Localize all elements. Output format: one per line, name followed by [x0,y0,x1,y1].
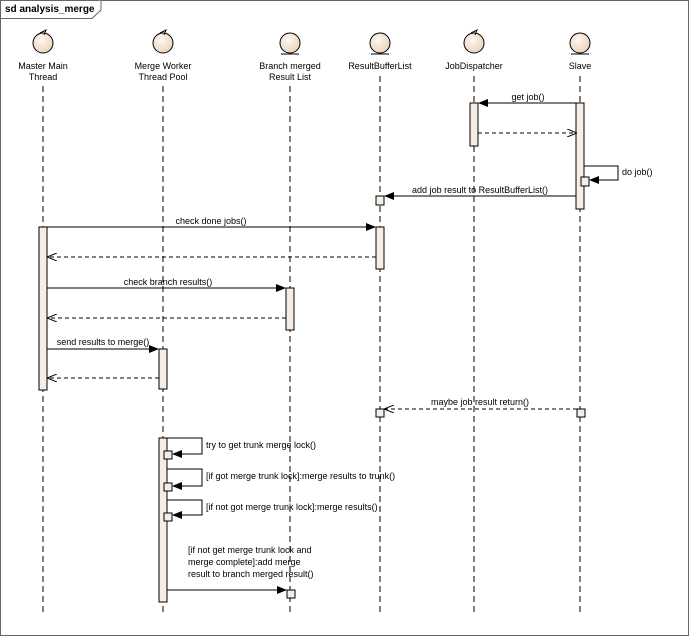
message-label: check done jobs() [175,216,246,226]
control-arrow-icon [470,28,478,36]
lifeline-label-line: Thread [29,72,58,82]
lifeline-slave[interactable]: Slave [569,32,592,615]
message-label: get job() [511,92,544,102]
message-try-trunk-lock[interactable]: try to get trunk merge lock() [167,437,316,458]
message-check-branch-results[interactable]: check branch results() [47,277,286,292]
activation-jd[interactable] [469,102,479,147]
control-object-icon [152,32,174,54]
message-label: check branch results() [124,277,213,287]
activation-pool-self-3[interactable] [163,512,173,522]
activation-pool-self-2[interactable] [163,482,173,492]
message-do-job[interactable]: do job() [584,165,653,184]
lifeline-label-line: Result List [269,72,312,82]
activation-branch-1[interactable] [285,287,295,331]
activation-rbl-1[interactable] [375,195,385,206]
message-label: try to get trunk merge lock() [206,440,316,450]
activation-rbl-2[interactable] [375,226,385,270]
message-maybe-job-result-return[interactable]: maybe job result return() [385,397,577,409]
lifeline-label-line: ResultBufferList [348,61,412,71]
lifeline-label-line: Thread Pool [138,72,187,82]
activation-pool-1[interactable] [158,348,168,390]
activation-master[interactable] [38,226,48,391]
message-get-job[interactable]: get job() [478,92,576,107]
control-arrow-icon [39,28,47,36]
activation-slave-2[interactable] [576,408,586,418]
control-object-icon [32,32,54,54]
frame-title-tab [0,0,102,19]
self-call-arrow [584,165,619,184]
lifeline-label-line: Master Main [18,61,68,71]
control-object-icon [463,32,485,54]
message-label: send results to merge() [57,337,150,347]
control-arrow-icon [159,28,167,36]
lifeline-label-line: Merge Worker [135,61,192,71]
message-label-line: merge complete]:add merge [188,557,301,567]
activation-branch-2[interactable] [286,589,296,599]
message-add-job-result[interactable]: add job result to ResultBufferList() [384,185,576,200]
activation-slave[interactable] [575,102,585,210]
message-send-results-to-merge[interactable]: send results to merge() [47,337,159,353]
activation-rbl-3[interactable] [375,408,385,418]
lifeline-rbl[interactable]: ResultBufferList [348,32,412,615]
message-label: add job result to ResultBufferList() [412,185,548,195]
message-label-line: result to branch merged result() [188,569,314,579]
message-label-line: [if not get merge trunk lock and [188,545,312,555]
activations [38,102,590,603]
activation-slave-self[interactable] [580,176,590,187]
message-add-merge-result[interactable]: [if not get merge trunk lock and merge c… [167,545,314,594]
lifeline-jd[interactable]: JobDispatcher [445,28,503,615]
message-got-lock-merge[interactable]: [if got merge trunk lock]:merge results … [167,468,395,490]
entity-object-icon [279,32,301,54]
entity-object-icon [369,32,391,54]
lifeline-label-line: JobDispatcher [445,61,503,71]
message-label: maybe job result return() [431,397,529,407]
message-label: [if got merge trunk lock]:merge results … [206,471,395,481]
lifeline-label-line: Branch merged [259,61,321,71]
message-check-done-jobs[interactable]: check done jobs() [47,216,376,231]
entity-object-icon [569,32,591,54]
self-call-arrow [167,499,203,519]
activation-pool-self-1[interactable] [163,450,173,460]
message-not-got-lock-merge[interactable]: [if not got merge trunk lock]:merge resu… [167,499,378,519]
self-call-arrow [167,437,203,458]
message-label: [if not got merge trunk lock]:merge resu… [206,502,378,512]
frame-title: sd analysis_merge [5,4,95,15]
lifeline-branch[interactable]: Branch merged Result List [259,32,321,615]
message-label: do job() [622,167,653,177]
lifeline-label-line: Slave [569,61,592,71]
self-call-arrow [167,468,203,490]
